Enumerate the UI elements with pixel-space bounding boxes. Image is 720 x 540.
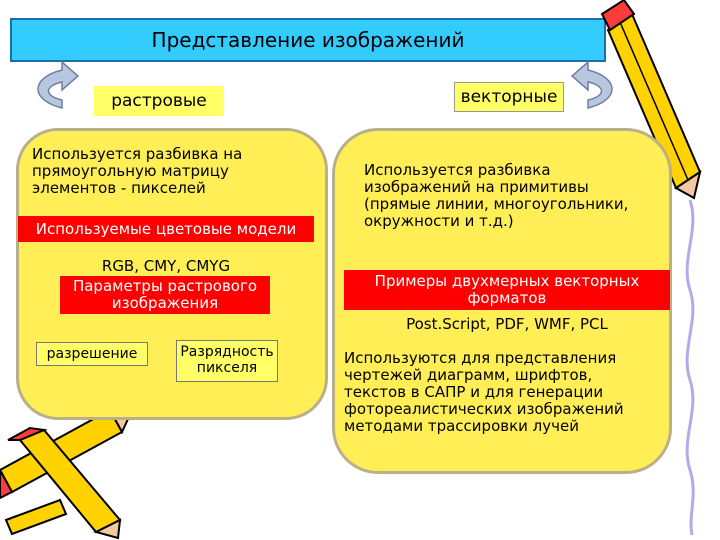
- wavy-line-decoration: [685, 199, 695, 536]
- param-resolution: разрешение: [36, 342, 148, 366]
- vector-description: Используется разбивка изображений на при…: [364, 161, 629, 230]
- curved-arrow-right-icon: [570, 60, 613, 109]
- vector-formats: Post.Script, PDF, WMF, PCL: [406, 315, 608, 333]
- vector-label: векторные: [454, 82, 564, 112]
- pencils-icon: [0, 404, 136, 540]
- raster-models-bar: Используемые цветовые модели: [18, 216, 314, 242]
- param-depth: Разрядность пикселя: [176, 340, 278, 382]
- curved-arrow-left-icon: [37, 60, 80, 109]
- raster-models: RGB, CMY, CMYG: [101, 257, 231, 275]
- raster-label: растровые: [94, 86, 224, 116]
- raster-params-bar: Параметры растрового изображения: [60, 276, 270, 314]
- page-title: Представление изображений: [10, 18, 606, 62]
- pencil-icon: [600, 0, 702, 200]
- raster-panel: [16, 128, 328, 420]
- vector-formats-bar: Примеры двухмерных векторных форматов: [344, 270, 670, 310]
- vector-usage: Используются для представления чертежей …: [344, 349, 624, 435]
- raster-description: Используется разбивка на прямоугольную м…: [32, 145, 243, 197]
